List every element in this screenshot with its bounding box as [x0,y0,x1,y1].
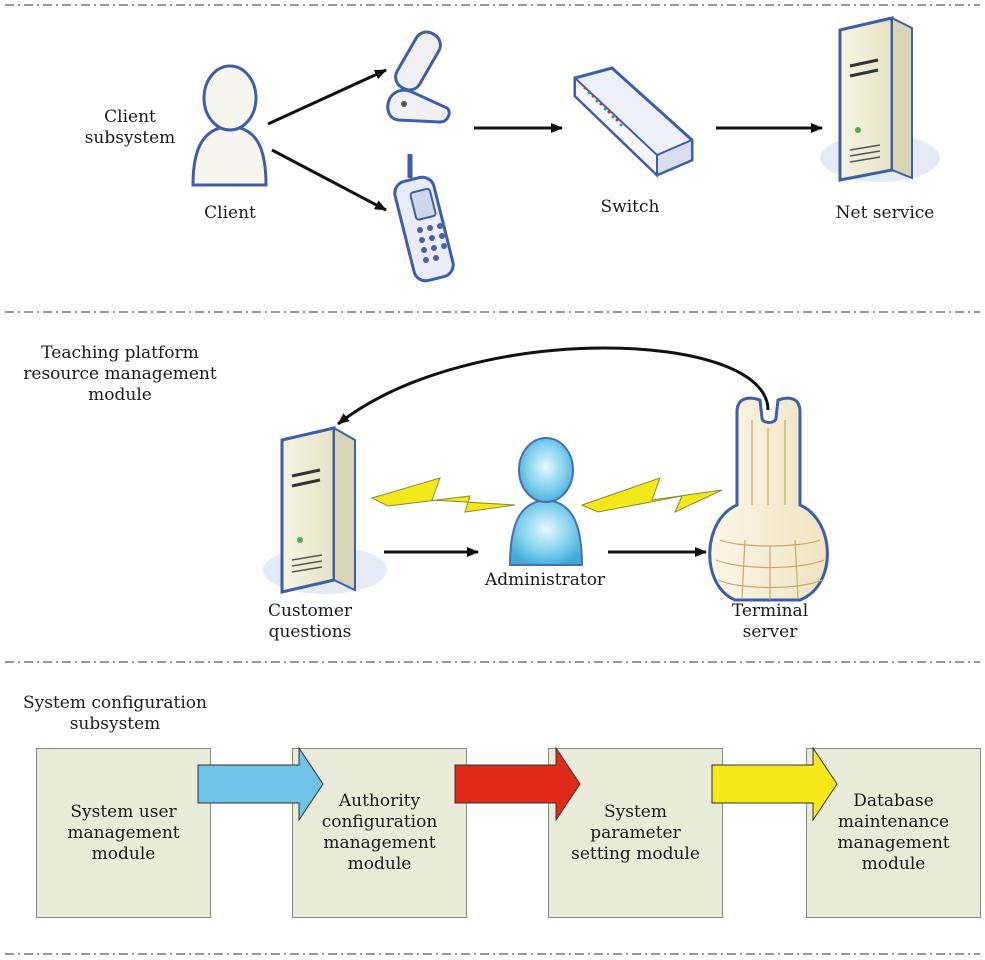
arrow-client-to-flip-phone [267,68,387,126]
block-arrow-1 [197,746,324,822]
customer-server-icon [263,426,387,594]
administrator-label: Administrator [484,570,606,590]
module-label: System parameter setting module [571,801,700,864]
client-person-icon [191,64,268,187]
teaching-platform-heading: Teaching platform resource management mo… [23,343,217,405]
terminal-server-label: Terminal server [731,601,809,642]
system-parameter-setting-module: System parameter setting module [548,748,723,918]
administrator-person-icon [508,437,584,566]
switch-icon [573,66,694,178]
net-service-label: Net service [835,203,935,223]
arrow-client-to-mobile-phone [271,148,387,212]
arrow-terminal-to-customer [337,346,770,426]
terminal-server-icon [708,396,829,602]
authority-configuration-management-module: Authority configuration management modul… [292,748,467,918]
lightning-left-icon [370,477,516,513]
client-subsystem-heading: Client subsystem [84,107,176,148]
lightning-right-icon [580,477,723,514]
customer-questions-label: Customer questions [267,601,353,642]
module-label: Database maintenance management module [837,791,950,874]
system-user-management-module: System user management module [36,748,211,918]
switch-label: Switch [600,197,660,217]
system-configuration-heading: System configuration subsystem [23,693,207,734]
module-label: System user management module [67,801,180,864]
client-label: Client [204,203,256,223]
block-arrow-2 [454,746,581,822]
module-label: Authority configuration management modul… [321,791,438,874]
mobile-phone-icon [393,154,455,283]
block-arrow-3 [711,746,838,822]
net-service-server-icon [820,16,940,182]
database-maintenance-management-module: Database maintenance management module [806,748,981,918]
flip-phone-icon [386,30,451,124]
